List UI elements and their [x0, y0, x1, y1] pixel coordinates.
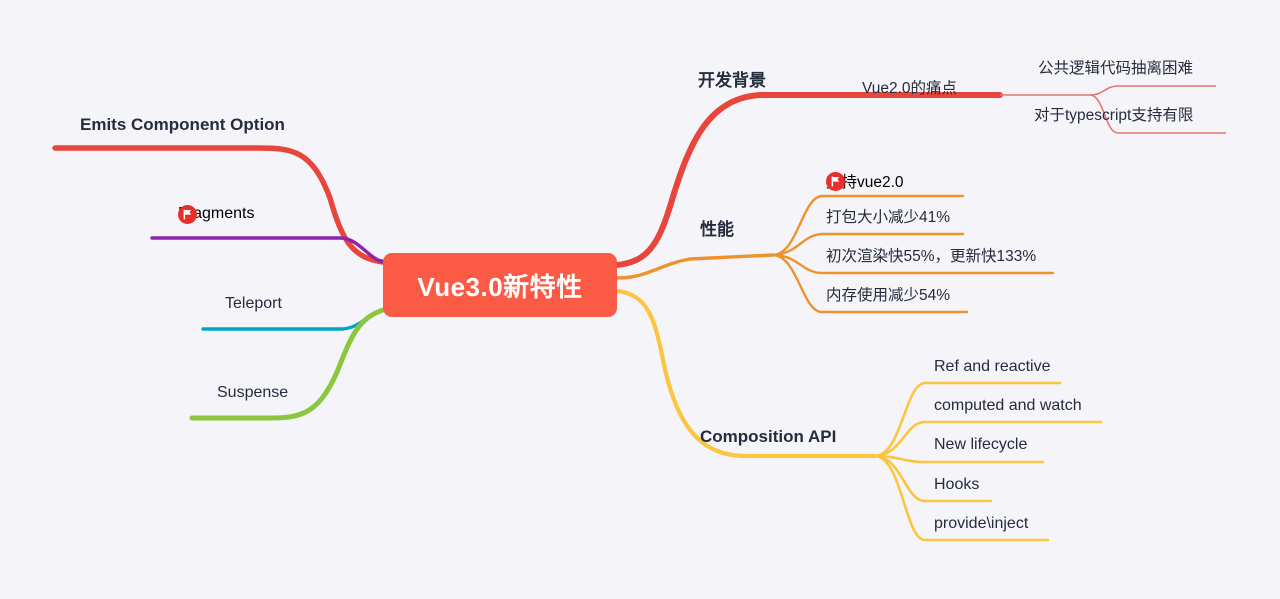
connector-painpoint-child-1 — [1089, 85, 1216, 96]
branch-label-composition-api[interactable]: Composition API — [700, 427, 837, 446]
connector-performance-child-4 — [771, 253, 969, 314]
red-flag-badge-icon — [826, 171, 845, 191]
connector-suspense — [189, 307, 386, 421]
leaf-label-common-logic[interactable]: 公共逻辑代码抽离困难 — [1038, 60, 1194, 77]
connector-composition-child-2 — [873, 420, 1103, 458]
leaf-label-render-speed[interactable]: 初次渲染快55%，更新快133% — [826, 248, 1037, 265]
branch-label-performance[interactable]: 性能 — [700, 220, 734, 239]
connector-emits-component-option — [52, 145, 386, 265]
leaf-label-typescript-support[interactable]: 对于typescript支持有限 — [1034, 107, 1194, 124]
node-label-vue2-painpoint[interactable]: Vue2.0的痛点 — [862, 80, 958, 97]
connector-dev-background — [614, 92, 1003, 268]
leaf-label-hooks[interactable]: Hooks — [934, 476, 980, 493]
leaf-perf-support-vue2-row[interactable]: 支持vue2.0 — [826, 170, 904, 192]
branch-label-suspense[interactable]: Suspense — [217, 384, 289, 401]
leaf-label-provide-inject[interactable]: provide\inject — [934, 515, 1029, 532]
connector-performance-child-1 — [771, 194, 965, 257]
branch-label-teleport[interactable]: Teleport — [225, 295, 282, 312]
connector-performance-child-2 — [771, 232, 965, 257]
connector-composition-api — [614, 288, 878, 459]
connector-performance — [615, 253, 775, 280]
connector-fragments — [150, 236, 385, 264]
leaf-label-new-lifecycle[interactable]: New lifecycle — [934, 436, 1028, 453]
branch-label-dev-background[interactable]: 开发背景 — [698, 71, 766, 90]
leaf-label-bundle-size[interactable]: 打包大小减少41% — [826, 209, 951, 226]
leaf-label-memory-usage[interactable]: 内存使用减少54% — [826, 287, 951, 304]
red-flag-badge-icon — [178, 204, 197, 224]
branch-fragments-row[interactable]: Fragments — [178, 204, 255, 224]
leaf-label-support-vue2: 支持vue2.0 — [826, 174, 904, 191]
central-node[interactable]: Vue3.0新特性 — [383, 253, 617, 317]
leaf-label-computed-and-watch[interactable]: computed and watch — [934, 397, 1082, 414]
connector-teleport — [201, 308, 385, 331]
connector-composition-child-1 — [873, 381, 1062, 458]
leaf-label-ref-and-reactive[interactable]: Ref and reactive — [934, 358, 1051, 375]
connector-composition-child-5 — [873, 454, 1050, 542]
connector-composition-child-3 — [873, 454, 1045, 464]
branch-label-emits-component-option[interactable]: Emits Component Option — [80, 115, 285, 134]
connector-painpoint-child-2 — [1089, 94, 1226, 134]
branch-label-fragments: Fragments — [178, 205, 255, 222]
central-node-label: Vue3.0新特性 — [417, 271, 583, 302]
